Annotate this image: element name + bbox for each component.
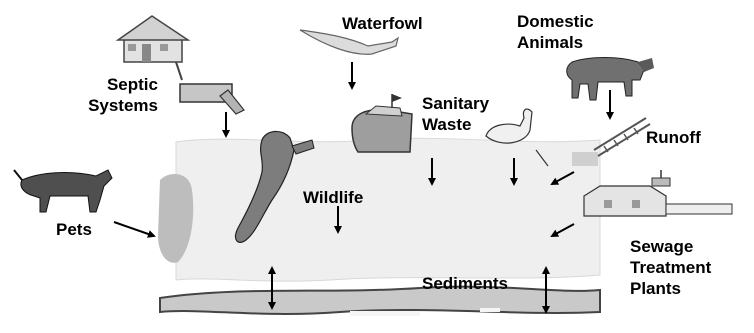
label-waterfowl: Waterfowl: [342, 13, 423, 34]
runoff-pipe-icon: [594, 118, 650, 156]
label-septic-systems: Septic Systems: [70, 74, 158, 116]
label-sanitary-waste: Sanitary Waste: [422, 93, 489, 135]
sediment-layer: [160, 287, 600, 316]
label-sewage-treatment-plants: Sewage Treatment Plants: [630, 236, 711, 299]
label-wildlife: Wildlife: [303, 187, 363, 208]
boat-icon: [352, 94, 412, 152]
treatment-plant-icon: [584, 170, 732, 216]
label-runoff: Runoff: [646, 127, 701, 148]
label-pets: Pets: [56, 219, 92, 240]
water-body: [158, 138, 600, 281]
label-domestic-animals: Domestic Animals: [517, 11, 594, 53]
label-sediments: Sediments: [422, 273, 508, 294]
dog-icon: [14, 170, 112, 212]
arrow-pets: [114, 222, 154, 236]
house-icon: [118, 16, 188, 80]
septic-tank-icon: [180, 84, 244, 114]
